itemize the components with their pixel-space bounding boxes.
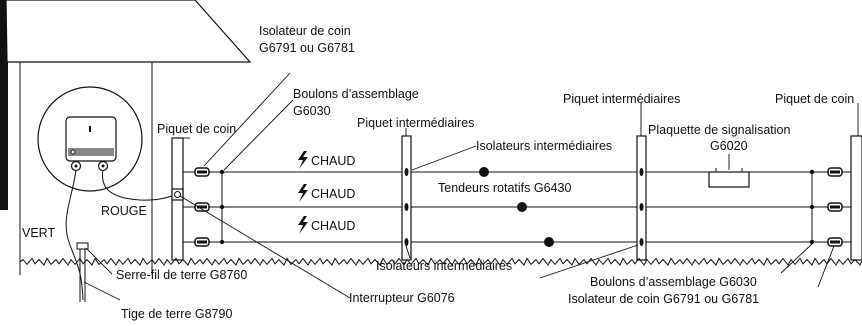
label-red: ROUGE	[101, 204, 147, 218]
lightning-bolt-icon	[298, 151, 308, 169]
leader-lines	[83, 72, 859, 301]
sign-plate	[708, 168, 750, 188]
building-roof	[5, 0, 252, 63]
ground	[19, 257, 862, 266]
switch	[171, 188, 184, 201]
label-corner-insulator-2: G6791 ou G6781	[259, 41, 355, 55]
label-switch: Interrupteur G6076	[349, 291, 455, 305]
building	[5, 0, 252, 275]
label-hot-1: CHAUD	[311, 154, 355, 168]
label-tensioners: Tendeurs rotatifs G6430	[438, 181, 571, 195]
label-ground-clamp: Serre-fil de terre G8760	[116, 268, 247, 282]
corner-post-right	[850, 135, 862, 261]
posts	[171, 135, 862, 261]
corner-insulators-right	[827, 167, 843, 247]
label-intermediate-post-2: Piquet intermédiaires	[563, 92, 680, 106]
energizer-terminal-strip	[68, 148, 114, 156]
label-sign-plate-2: G6020	[710, 139, 748, 153]
label-intermediate-post-1: Piquet intermédiaires	[357, 116, 474, 130]
lightning-bolt-icon	[298, 216, 308, 234]
label-hot-3: CHAUD	[311, 219, 355, 233]
tensioners	[479, 167, 554, 247]
intermediate-insulators	[404, 168, 644, 246]
label-corner-insulator-1: Isolateur de coin	[259, 24, 351, 38]
ground-clamp	[76, 242, 89, 250]
label-corner-insulator-bottom: Isolateur de coin G6791 ou G6781	[568, 292, 759, 306]
green-wire	[65, 169, 84, 301]
label-ground-rod: Tige de terre G8790	[121, 307, 232, 321]
label-intermediate-insulators-top: Isolateurs intermédiaires	[476, 139, 612, 153]
left-edge-strip	[0, 0, 8, 210]
corner-insulators-left	[194, 167, 210, 247]
label-hot-2: CHAUD	[311, 187, 355, 201]
energizer	[37, 86, 143, 192]
label-green: VERT	[22, 226, 55, 240]
label-intermediate-insulators-bottom: Isolateurs intermédiaires	[376, 259, 512, 273]
label-bolts-top-2: G6030	[293, 104, 331, 118]
energizer-indicator	[89, 126, 91, 132]
lightning-bolt-icon	[298, 184, 308, 202]
bolt-dots	[219, 169, 815, 245]
labels: Isolateur de coin G6791 ou G6781 Boulons…	[22, 24, 854, 321]
label-corner-post-left: Piquet de coin	[157, 122, 236, 136]
energizer-led	[70, 149, 76, 155]
label-sign-plate-1: Plaquette de signalisation	[648, 123, 791, 137]
label-corner-post-right: Piquet de coin	[775, 92, 854, 106]
intermediate-post-2	[636, 135, 647, 261]
red-wire	[101, 169, 179, 201]
ground-rod	[76, 242, 89, 302]
label-bolts-top-1: Boulons d’assemblage	[293, 87, 419, 101]
label-bolts-bottom: Boulons d’assemblage G6030	[590, 275, 757, 289]
